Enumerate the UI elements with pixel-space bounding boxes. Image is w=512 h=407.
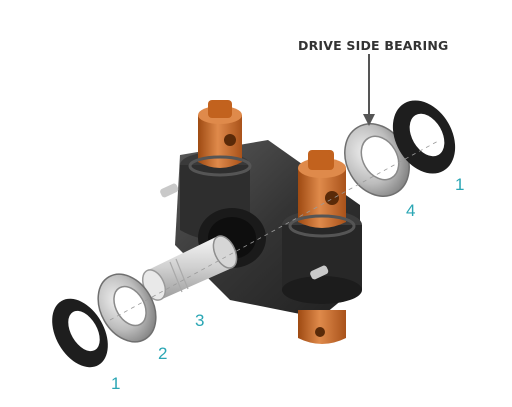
axis-line — [109, 139, 441, 321]
callout-4: 4 — [406, 201, 416, 220]
callout-3: 3 — [195, 311, 205, 330]
bottom-orange-mount — [298, 310, 346, 344]
callout-2: 2 — [158, 344, 168, 363]
down-arrow-icon — [363, 54, 375, 126]
bolt-right — [310, 265, 329, 280]
callout-1-left: 1 — [111, 374, 121, 393]
drive-side-bearing-label: DRIVE SIDE BEARING — [298, 38, 449, 53]
callout-1-right: 1 — [455, 175, 465, 194]
bolt-left — [160, 183, 179, 198]
right-seal — [392, 100, 456, 174]
left-orange-mount — [188, 100, 252, 177]
left-seal — [52, 298, 108, 368]
right-orange-mount — [288, 150, 356, 238]
left-bearing — [97, 273, 157, 343]
right-bearing — [344, 123, 410, 197]
